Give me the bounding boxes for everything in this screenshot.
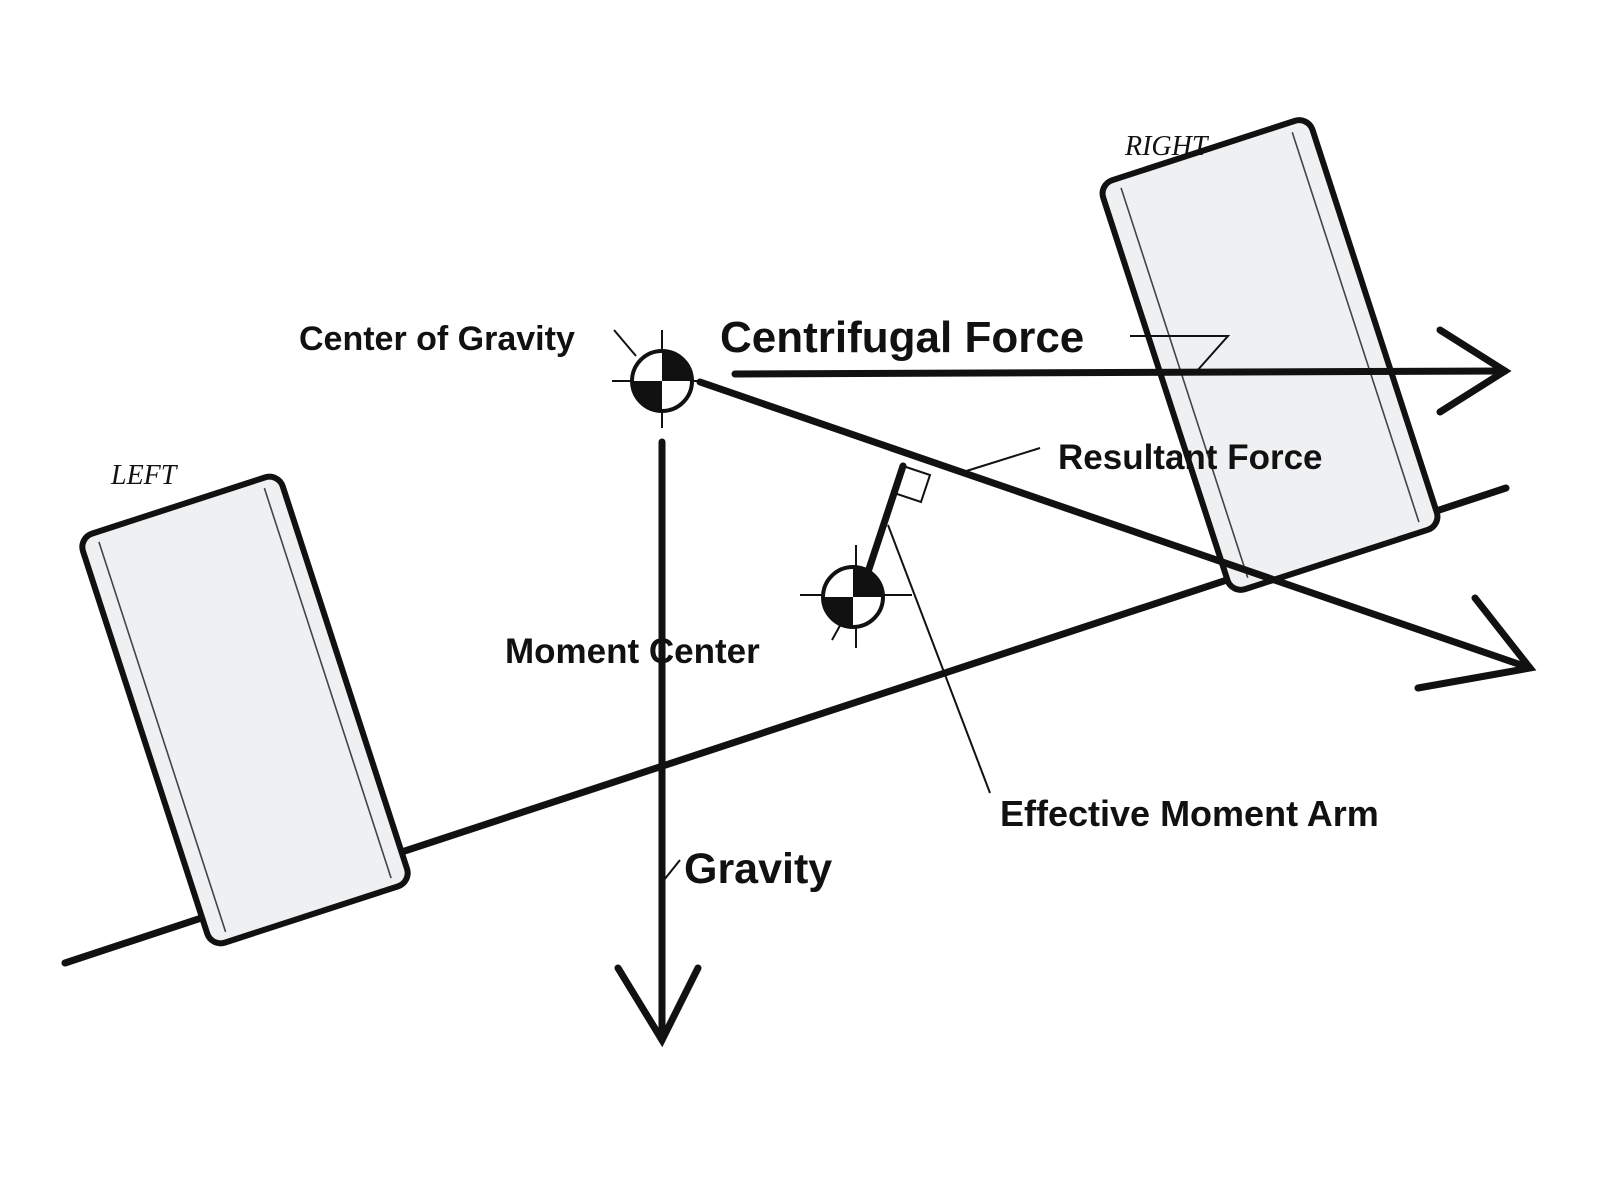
right-label: RIGHT <box>1124 131 1210 162</box>
center-of-gravity-symbol <box>612 330 698 428</box>
moment-center-symbol <box>800 545 912 648</box>
gravity-label: Gravity <box>684 845 832 893</box>
resultant-force-leader <box>959 447 1041 474</box>
right-angle-marker <box>892 464 932 504</box>
resultant-force-arrow <box>696 378 1537 692</box>
center-of-gravity-leader <box>613 329 637 357</box>
gravity-leader <box>663 859 681 881</box>
right-tire <box>1099 117 1441 593</box>
moment-center-label: Moment Center <box>505 632 760 671</box>
left-label: LEFT <box>110 460 179 491</box>
center-of-gravity-label: Center of Gravity <box>299 320 575 358</box>
resultant-force-label: Resultant Force <box>1058 438 1323 477</box>
centrifugal-force-label: Centrifugal Force <box>720 313 1084 362</box>
gravity-arrow <box>614 438 702 1048</box>
effective-moment-arm-label: Effective Moment Arm <box>1000 793 1379 834</box>
left-tire <box>79 473 411 947</box>
effective-moment-arm-leader <box>887 524 991 794</box>
moment-center-leader <box>831 621 843 641</box>
centrifugal-force-arrow <box>731 326 1512 416</box>
centrifugal-force-leader <box>1130 335 1231 373</box>
